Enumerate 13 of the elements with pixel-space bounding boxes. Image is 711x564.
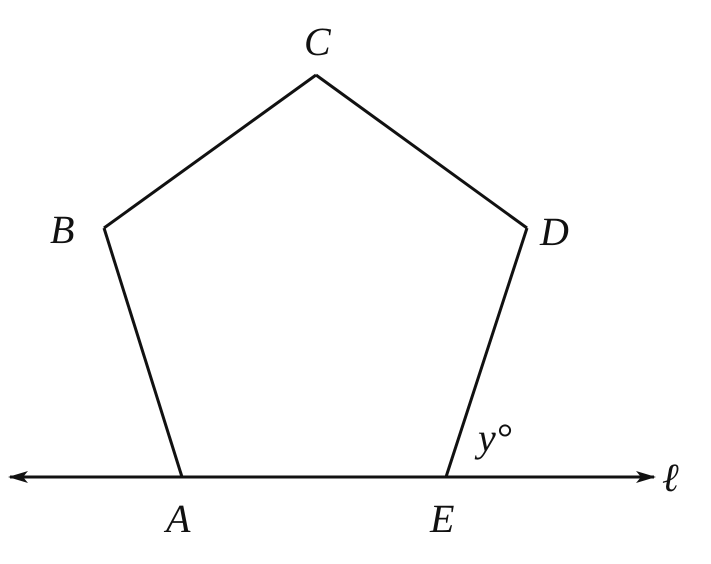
vertex-label: E (430, 499, 454, 539)
line-arrow (8, 471, 182, 483)
vertex-label: A (166, 499, 190, 539)
pentagon-side (444, 228, 528, 478)
pentagon-side (103, 74, 317, 230)
pentagon-side (102, 228, 184, 478)
pentagon-side (315, 74, 528, 230)
vertex-label: C (304, 22, 331, 62)
pentagon-side (182, 476, 446, 478)
vertex-label: B (50, 210, 74, 250)
vertex-label: D (540, 212, 569, 252)
line-label: ℓ (662, 458, 679, 498)
pentagon-side (446, 471, 656, 483)
